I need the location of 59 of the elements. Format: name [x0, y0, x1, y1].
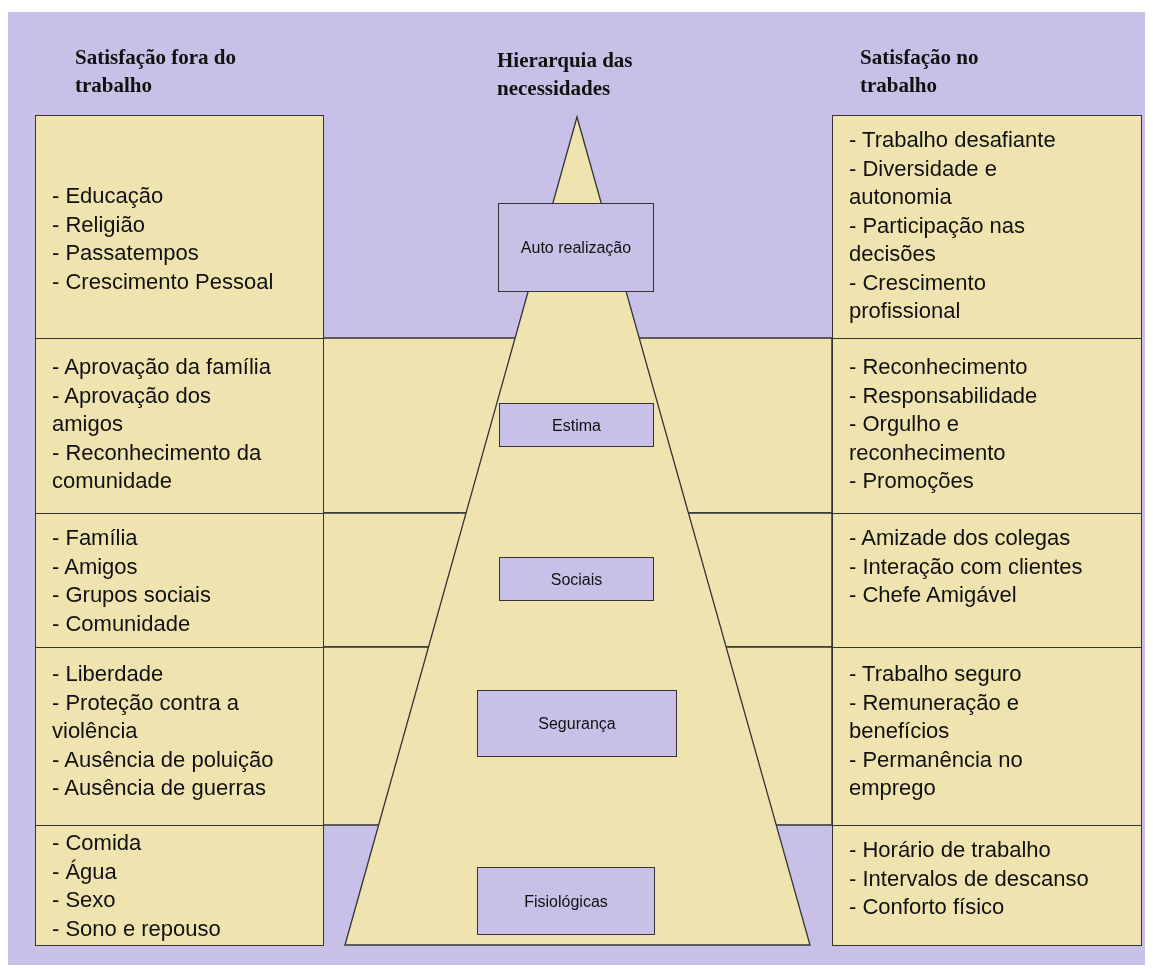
list-item: - Água [52, 857, 118, 886]
list-box [35, 513, 324, 648]
list-item: - Aprovação dos amigos [52, 381, 212, 438]
list-item: - Intervalos de descanso [849, 864, 1090, 893]
list-item: - Grupos sociais [52, 581, 212, 609]
list-item: - Liberdade [52, 660, 165, 688]
list-item: - Comunidade [52, 609, 192, 638]
level-box [498, 203, 654, 292]
list-item: - Trabalho desafiante [849, 126, 1057, 154]
list-item: - Reconhecimento [849, 353, 1029, 381]
list-item: - Proteção contra a violência [52, 688, 241, 745]
level-box [499, 403, 654, 447]
list-item: - Trabalho seguro [849, 660, 1023, 688]
list-box [832, 115, 1142, 339]
list-item: - Horário de trabalho [849, 836, 1052, 864]
list-item: - Comida [52, 829, 143, 857]
list-box [35, 115, 324, 339]
list-item: - Remuneração e benefícios [849, 688, 1020, 745]
list-item: - Participação nas decisões [849, 211, 1027, 268]
list-box [832, 338, 1142, 514]
list-item: - Ausência de guerras [52, 774, 268, 802]
level-box [499, 557, 654, 601]
list-item: - Passatempos [52, 239, 200, 267]
list-item: - Aprovação da família [52, 353, 272, 381]
list-item: - Ausência de poluição [52, 745, 275, 774]
list-item: - Amigos [52, 552, 139, 581]
list-item: - Permanência no emprego [849, 745, 1024, 802]
list-item: - Amizade dos colegas [849, 524, 1072, 552]
level-label: Segurança [538, 714, 616, 734]
column-heading: Hierarquia das necessidades [497, 47, 634, 102]
list-item: - Reconhecimento da comunidade [52, 438, 263, 495]
list-item: - Sexo [52, 886, 117, 914]
list-item: - Diversidade e autonomia [849, 154, 998, 211]
list-item: - Promoções [849, 467, 975, 495]
list-item: - Educação [52, 182, 165, 210]
list-item: - Chefe Amigável [849, 581, 1018, 609]
list-box [35, 647, 324, 826]
list-box [35, 338, 324, 514]
level-label: Fisiológicas [524, 891, 608, 912]
list-item: - Crescimento profissional [849, 268, 987, 325]
list-item: - Interação com clientes [849, 552, 1084, 581]
column-heading: Satisfação no trabalho [860, 44, 980, 99]
column-heading: Satisfação fora do trabalho [75, 44, 237, 99]
list-item: - Família [52, 524, 139, 552]
list-item: - Conforto físico [849, 893, 1006, 921]
level-label: Auto realização [520, 238, 632, 258]
list-item: - Sono e repouso [52, 914, 222, 943]
list-box [832, 825, 1142, 946]
level-label: Sociais [550, 569, 603, 590]
level-box [477, 867, 655, 935]
level-box [477, 690, 677, 757]
list-item: - Crescimento Pessoal [52, 267, 275, 296]
list-item: - Religião [52, 210, 146, 239]
list-box [832, 513, 1142, 648]
list-item: - Orgulho e reconhecimento [849, 410, 1007, 467]
list-box [35, 825, 324, 946]
list-box [832, 647, 1142, 826]
level-label: Estima [552, 415, 601, 436]
list-item: - Responsabilidade [849, 381, 1039, 410]
